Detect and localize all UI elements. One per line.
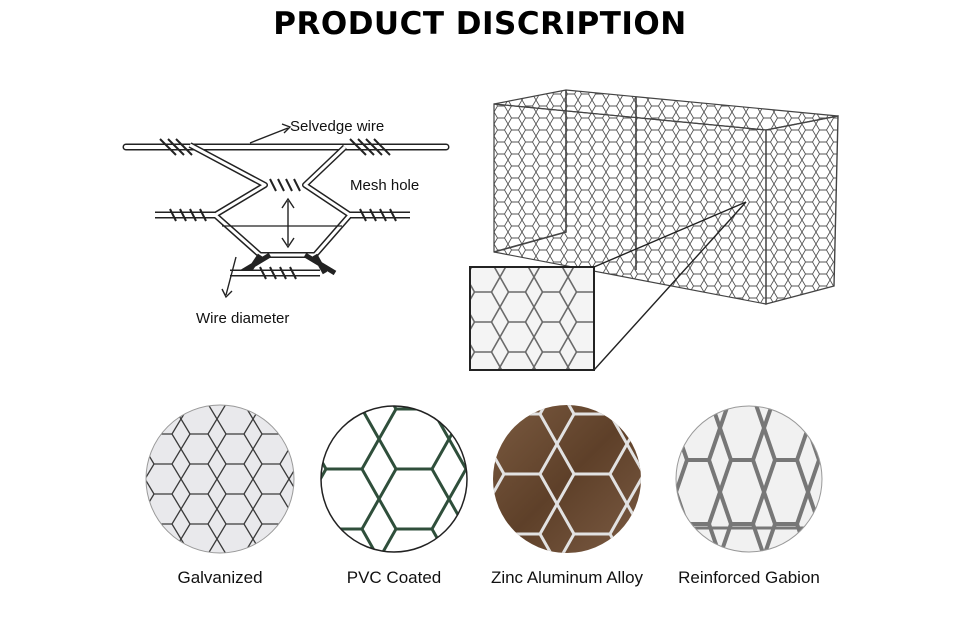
mesh-structure-diagram: Selvedge wire Mesh hole Wire diameter — [110, 95, 460, 340]
zinc-aluminum-mesh-sample-icon — [492, 404, 642, 554]
type-label-galvanized: Galvanized — [177, 568, 263, 587]
page-title: PRODUCT DISCRIPTION — [273, 6, 687, 42]
galvanized-mesh-sample-icon — [145, 404, 295, 554]
type-label-reinforced-gabion: Reinforced Gabion — [678, 568, 820, 587]
type-label-pvc-coated: PVC Coated — [346, 568, 442, 587]
reinforced-gabion-mesh-sample-icon — [674, 404, 824, 554]
wire-diameter-label: Wire diameter — [196, 310, 289, 327]
selvedge-wire-label: Selvedge wire — [290, 118, 384, 135]
type-label-zinc-aluminum-alloy: Zinc Aluminum Alloy — [490, 568, 644, 587]
mesh-hole-label: Mesh hole — [350, 177, 419, 194]
pvc-coated-mesh-sample-icon — [319, 404, 469, 554]
gabion-cage-image — [466, 82, 850, 374]
